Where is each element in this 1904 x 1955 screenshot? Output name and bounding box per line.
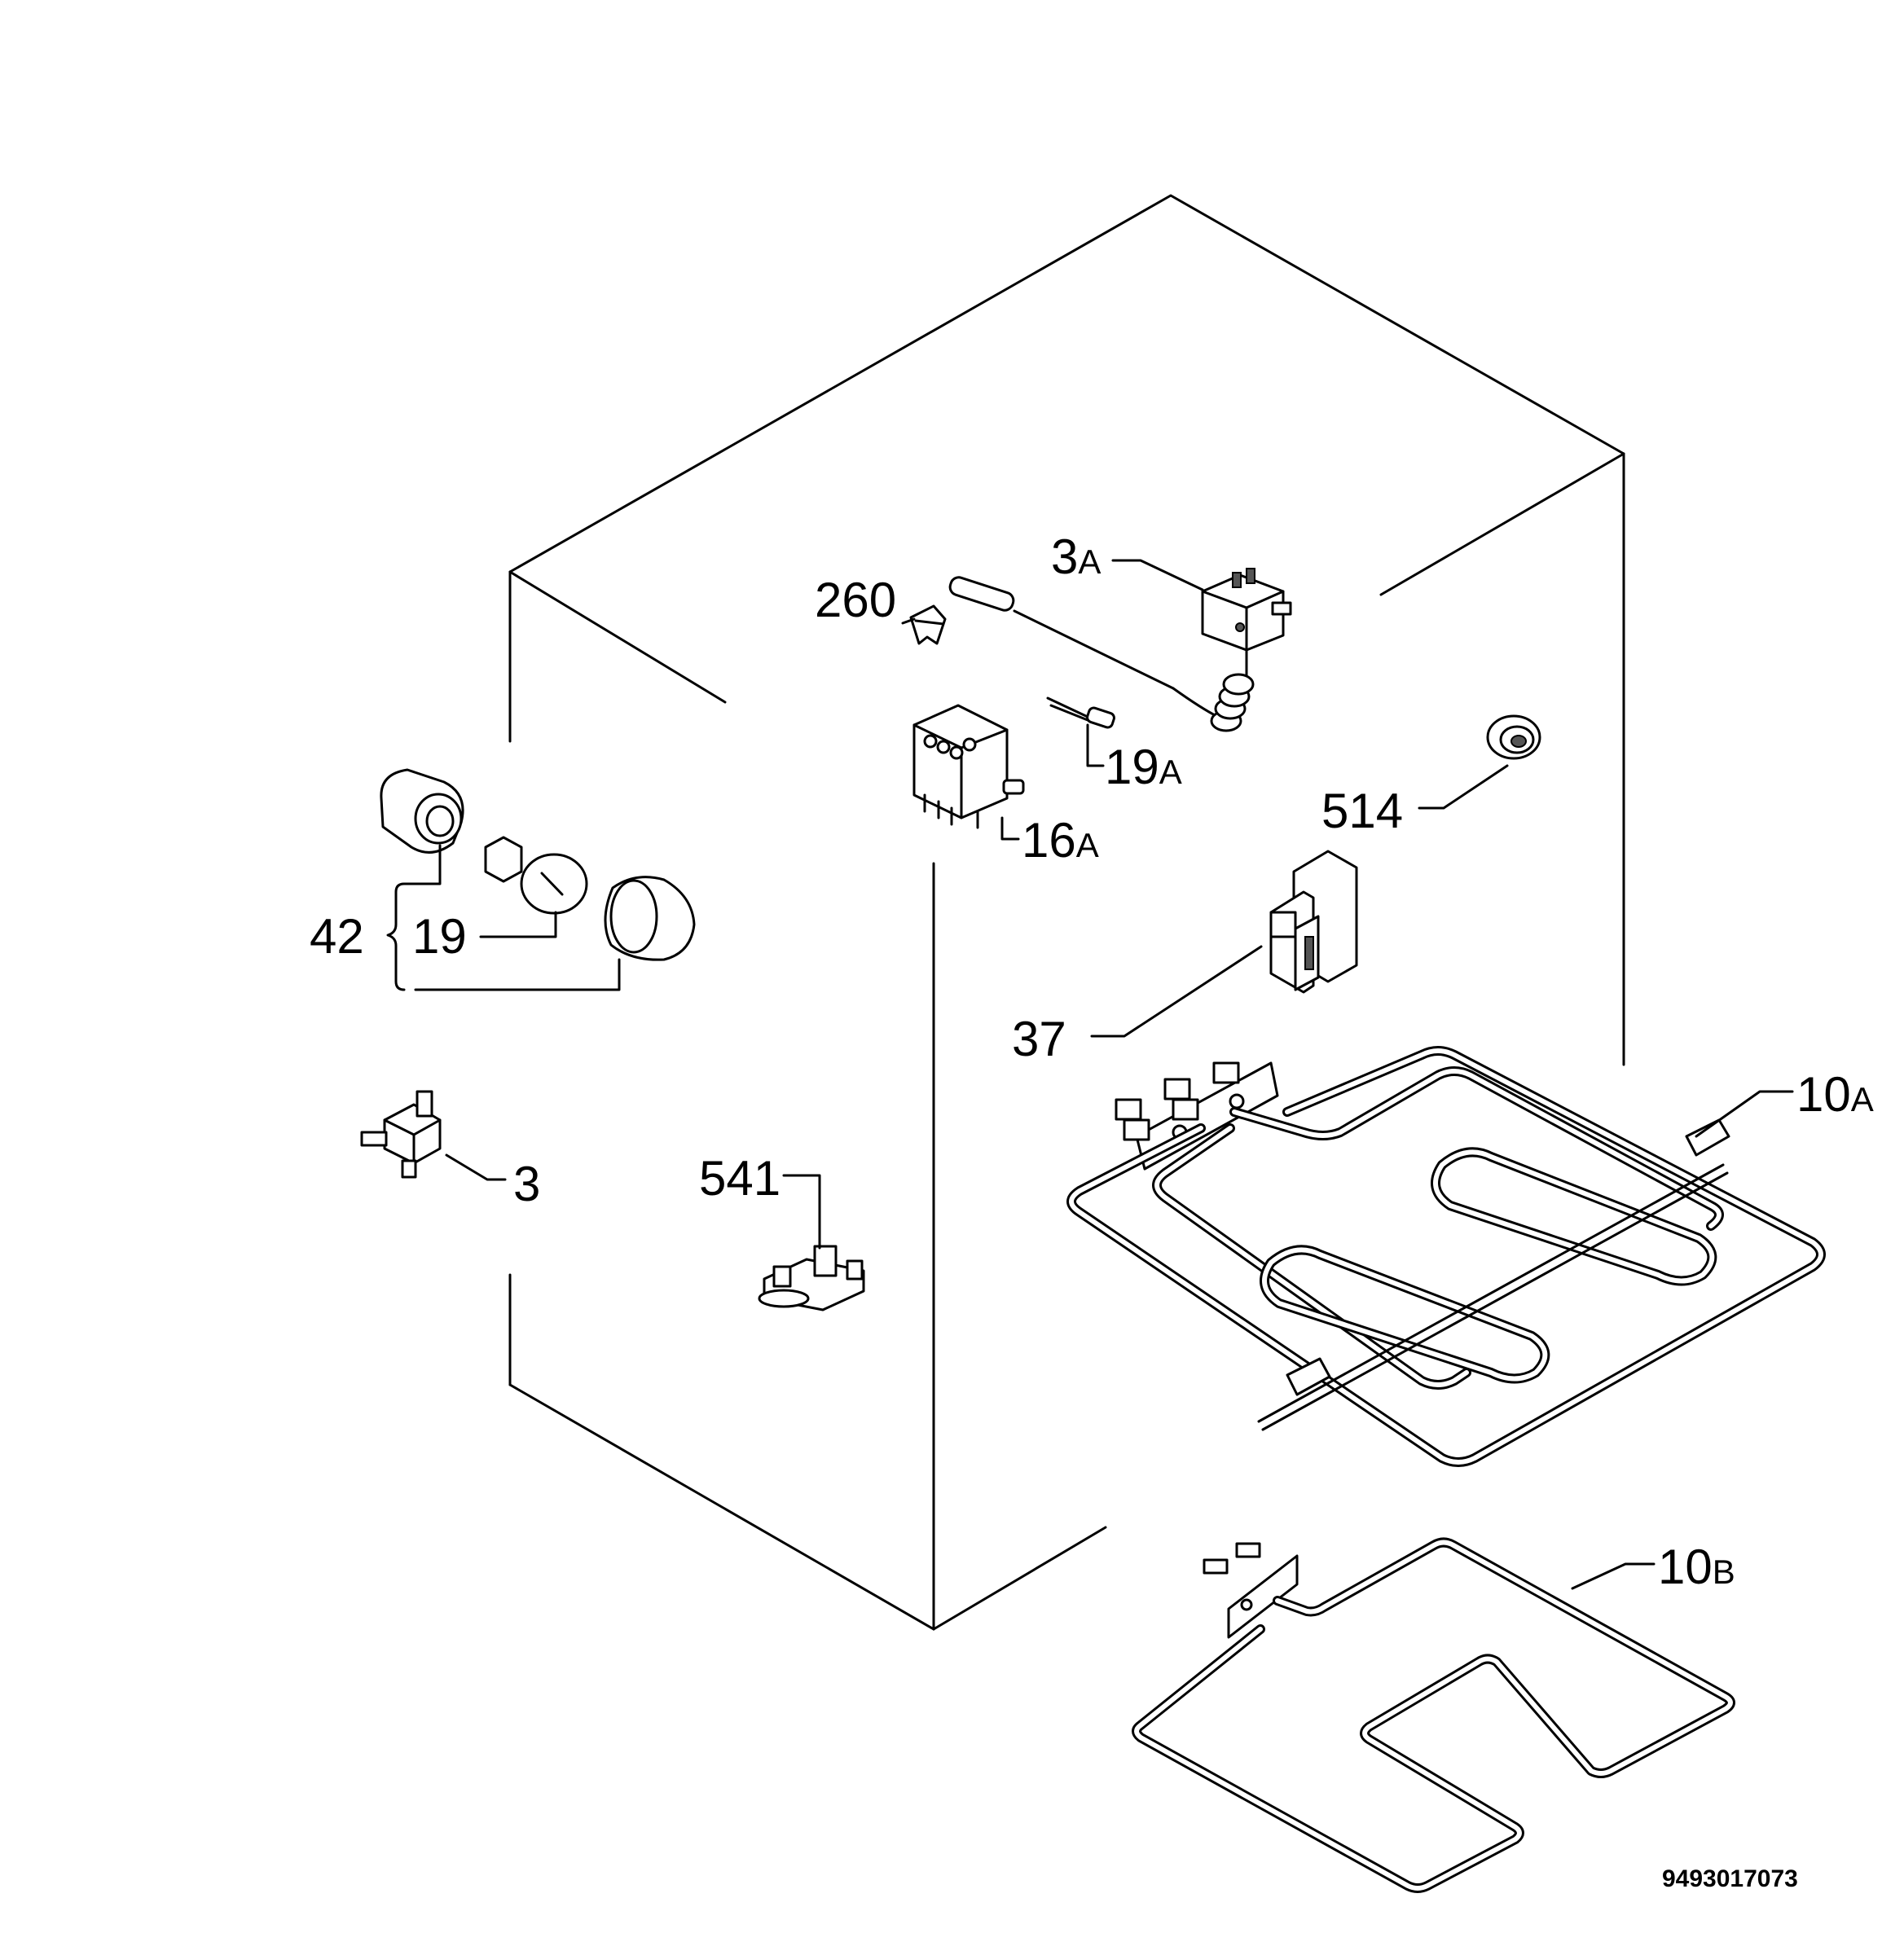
part-16a-terminal-block: 16A <box>912 704 1099 868</box>
label-10a: 10A <box>1796 1067 1874 1122</box>
part-541-door-switch: 541 <box>699 1151 865 1311</box>
label-10b: 10B <box>1658 1540 1735 1594</box>
label-3: 3 <box>513 1157 540 1211</box>
lamp-bulb <box>484 836 588 915</box>
part-42-oven-lamp-assembly: 42 19 <box>310 768 696 991</box>
label-260: 260 <box>815 573 896 627</box>
capillary-coil <box>1210 673 1255 732</box>
bottom-element-plate <box>1203 1542 1299 1639</box>
part-260-sensor-clip: 260 <box>815 573 947 645</box>
part-10a-grill-element: 10A <box>1066 1046 1874 1467</box>
document-number: 9493017073 <box>1662 1865 1798 1892</box>
part-3-thermal-cutout: 3 <box>360 1090 540 1211</box>
label-16a: 16A <box>1022 813 1099 868</box>
terminal-screws <box>923 734 977 760</box>
part-3a-thermostat: 3A <box>948 529 1292 732</box>
label-541: 541 <box>699 1151 781 1206</box>
label-42: 42 <box>310 909 364 964</box>
lamp-holder <box>380 768 464 863</box>
lamp-glass-cover <box>604 876 696 961</box>
part-514-grommet: 514 <box>1321 714 1541 838</box>
label-19a: 19A <box>1105 740 1182 794</box>
cabinet-outline <box>508 194 1625 1631</box>
part-10b-bottom-element: 10B <box>1132 1537 1735 1893</box>
part-37-switch-bracket: 37 <box>1012 850 1358 1066</box>
part-19a-probe: 19A <box>1046 696 1182 794</box>
label-37: 37 <box>1012 1012 1066 1066</box>
label-3a: 3A <box>1051 529 1101 584</box>
label-19: 19 <box>412 909 467 964</box>
label-514: 514 <box>1321 784 1403 838</box>
